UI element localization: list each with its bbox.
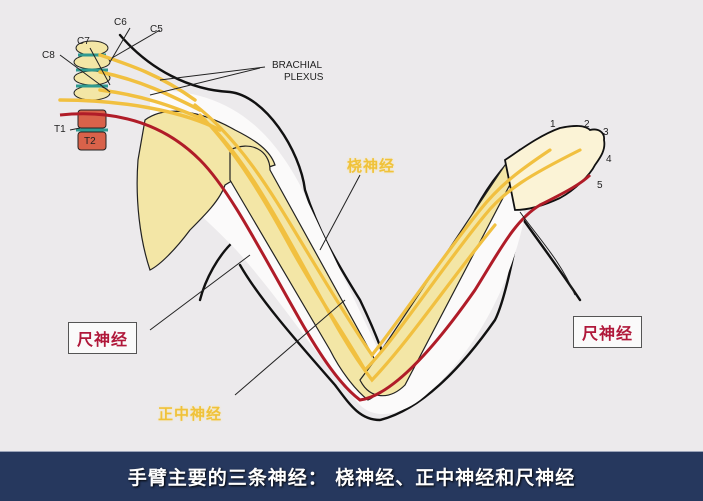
finger-label-5: 5: [597, 180, 603, 191]
ulnar-nerve-label-left: 尺神经: [68, 322, 138, 354]
hand: [503, 125, 606, 211]
brachial-plexus-label-2: PLEXUS: [284, 72, 324, 83]
label-c5: C5: [150, 24, 163, 35]
radial-nerve-label: 桡神经: [347, 157, 396, 175]
caption-bar: 手臂主要的三条神经： 桡神经、正中神经和尺神经: [0, 451, 703, 501]
brachial-plexus-nerves: [58, 53, 222, 132]
brachial-plexus-label-1: BRACHIAL: [272, 60, 323, 71]
median-nerve-label: 正中神经: [158, 405, 223, 423]
label-c7: C7: [77, 36, 90, 47]
finger-label-4: 4: [606, 154, 612, 165]
caption-title: 手臂主要的三条神经： 桡神经、正中神经和尺神经: [127, 467, 576, 489]
ulnar-nerve: [59, 112, 592, 402]
finger-label-1: 1: [550, 119, 556, 130]
label-c6: C6: [114, 17, 127, 28]
yellow-nerves: [193, 103, 582, 383]
finger-label-3: 3: [603, 127, 609, 138]
label-c8: C8: [42, 50, 55, 61]
ulnar-nerve-label-right: 尺神经: [573, 316, 643, 348]
arm-nerve-illustration: [58, 27, 606, 422]
finger-label-2: 2: [584, 119, 590, 130]
label-t2: T2: [84, 136, 96, 147]
label-t1: T1: [54, 124, 66, 135]
leader-lines: [59, 27, 576, 396]
